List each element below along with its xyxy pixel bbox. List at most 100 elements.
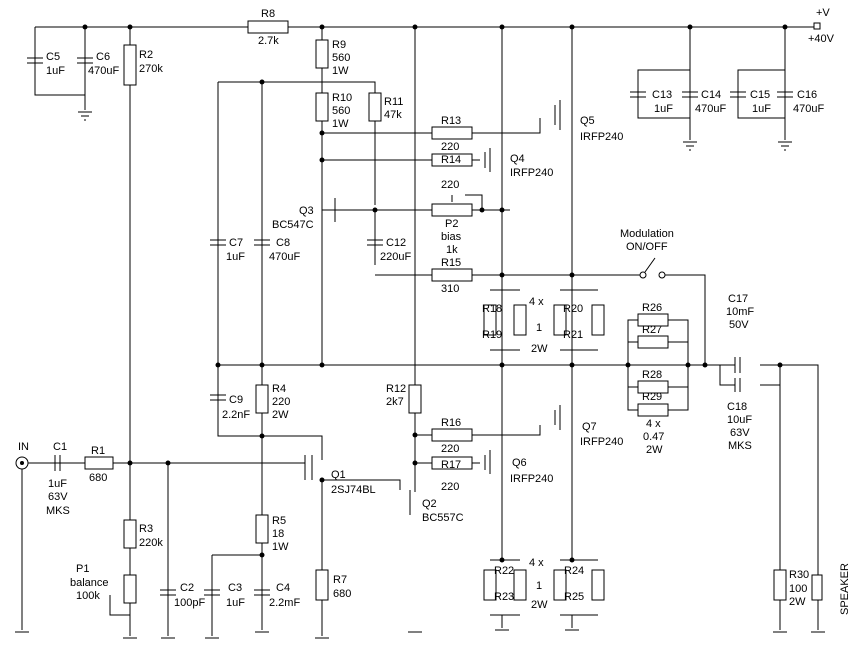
r16-value: 220 (441, 443, 459, 455)
r10-value: 560 (332, 105, 350, 117)
q1-name: Q1 (331, 469, 346, 481)
r13-name: R13 (441, 115, 461, 127)
c18-name: C18 (727, 401, 747, 413)
out-group-rating: 2W (646, 444, 663, 456)
r18-resistor (483, 304, 497, 336)
c12-name: C12 (386, 237, 406, 249)
c4-value: 2.2mF (269, 597, 300, 609)
c8-name: C8 (276, 237, 290, 249)
c15-value: 1uF (752, 103, 771, 115)
r9-value: 560 (332, 52, 350, 64)
c4-name: C4 (276, 582, 290, 594)
r3-value: 220k (139, 537, 163, 549)
r5-value: 18 (272, 528, 284, 540)
r12-resistor (408, 384, 422, 414)
transistors (304, 100, 561, 515)
r19-name: R19 (482, 329, 502, 341)
p1-potentiometer (123, 574, 137, 604)
r4-rating: 2W (272, 409, 289, 421)
r23-resistor (513, 569, 527, 601)
switch-contact-right (658, 271, 666, 279)
r9-rating: 1W (332, 65, 349, 77)
r2-value: 270k (139, 63, 163, 75)
q7-part: IRFP240 (580, 436, 623, 448)
c17-value: 10mF (726, 306, 754, 318)
r10-name: R10 (332, 92, 352, 104)
r1-value: 680 (89, 472, 107, 484)
labels: +V +40V R8 2.7k C5 1uF C6 470uF R2 270k … (18, 7, 851, 615)
q5-part: IRFP240 (580, 131, 623, 143)
speaker-icon (811, 574, 823, 601)
r15-name: R15 (441, 257, 461, 269)
r15-value: 310 (441, 283, 459, 295)
r20-resistor (553, 304, 567, 336)
r13-value: 220 (441, 141, 459, 153)
p2-potentiometer (431, 203, 473, 217)
q4-name: Q4 (510, 153, 525, 165)
r27-resistor (637, 335, 669, 349)
r12-value: 2k7 (386, 396, 404, 408)
out-group-qty: 4 x (646, 418, 661, 430)
q3-part: BC547C (272, 219, 314, 231)
c6-value: 470uF (88, 65, 119, 77)
r24-name: R24 (564, 565, 584, 577)
c18-type: MKS (728, 440, 752, 452)
r12-name: R12 (386, 383, 406, 395)
c3-name: C3 (228, 582, 242, 594)
c18-value: 10uF (727, 414, 752, 426)
r13-resistor (431, 126, 473, 140)
r21-resistor (591, 304, 605, 336)
c18-rating: 63V (730, 427, 750, 439)
c15-name: C15 (750, 89, 770, 101)
r27-name: R27 (642, 324, 662, 336)
r1-resistor (84, 456, 114, 470)
c7-name: C7 (229, 237, 243, 249)
c1-name: C1 (53, 441, 67, 453)
r16-resistor (431, 428, 473, 442)
c1-type: MKS (46, 505, 70, 517)
r28-name: R28 (642, 369, 662, 381)
r5-rating: 1W (272, 541, 289, 553)
p1-value2: 100k (76, 590, 100, 602)
switch-label-line1: Modulation (620, 228, 674, 240)
r4-name: R4 (272, 383, 286, 395)
q5-name: Q5 (580, 115, 595, 127)
c2-value: 100pF (174, 597, 205, 609)
q1-part: 2SJ74BL (331, 484, 376, 496)
r21-name: R21 (563, 329, 583, 341)
plus-v-terminal (813, 22, 821, 30)
r7-name: R7 (333, 574, 347, 586)
r15-resistor (431, 268, 473, 282)
q2-part: BC557C (422, 512, 464, 524)
top-group-val: 1 (536, 322, 542, 334)
r24-resistor (553, 569, 567, 601)
c16-value: 470uF (793, 103, 824, 115)
r5-resistor (255, 514, 269, 544)
c17-name: C17 (728, 293, 748, 305)
r30-value: 100 (789, 583, 807, 595)
r18-name: R18 (482, 303, 502, 315)
p2-value2: 1k (446, 244, 458, 256)
c9-name: C9 (229, 394, 243, 406)
r3-resistor (123, 519, 137, 549)
switch-label-line2: ON/OFF (626, 241, 668, 253)
r9-name: R9 (332, 39, 346, 51)
c2-name: C2 (180, 582, 194, 594)
q7-name: Q7 (582, 421, 597, 433)
r26-resistor (637, 313, 669, 327)
c14-value: 470uF (695, 103, 726, 115)
r1-name: R1 (91, 445, 105, 457)
out-group-val: 0.47 (643, 431, 664, 443)
r14-resistor (431, 153, 473, 167)
r8-resistor (247, 20, 289, 34)
c16-name: C16 (797, 89, 817, 101)
r17-resistor (431, 456, 473, 470)
r9-resistor (315, 39, 329, 69)
r8-name: R8 (261, 8, 275, 20)
r26-name: R26 (642, 302, 662, 314)
junction-dots (82, 24, 788, 563)
r14-value: 220 (441, 179, 459, 191)
top-group-rating: 2W (531, 343, 548, 355)
r7-resistor (315, 569, 329, 601)
